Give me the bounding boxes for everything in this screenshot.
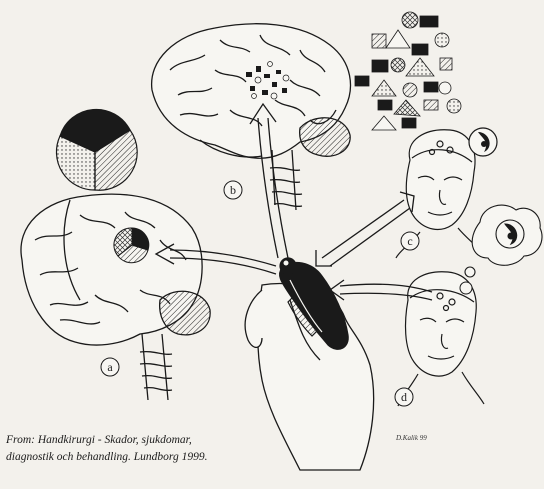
eye-symbol-c — [469, 128, 497, 156]
caption-line-1: From: Handkirurgi - Skador, sjukdomar, — [6, 432, 266, 449]
pie-symbol-brain-a — [114, 228, 149, 263]
label-b: b — [230, 183, 236, 197]
source-caption: From: Handkirurgi - Skador, sjukdomar, d… — [6, 432, 266, 466]
label-a: a — [107, 360, 113, 374]
arrow-face-c — [322, 200, 404, 258]
label-d: d — [401, 390, 407, 404]
shape-scatter — [355, 12, 461, 130]
thought-cloud — [459, 205, 542, 287]
small-marker-d — [460, 282, 472, 294]
pie-symbol-large — [56, 109, 137, 190]
label-c: c — [407, 234, 412, 248]
artist-signature: D.Kalik 99 — [395, 434, 427, 442]
brain-b — [152, 24, 351, 210]
caption-line-2: diagnostik och behandling. Lundborg 1999… — [6, 449, 266, 466]
